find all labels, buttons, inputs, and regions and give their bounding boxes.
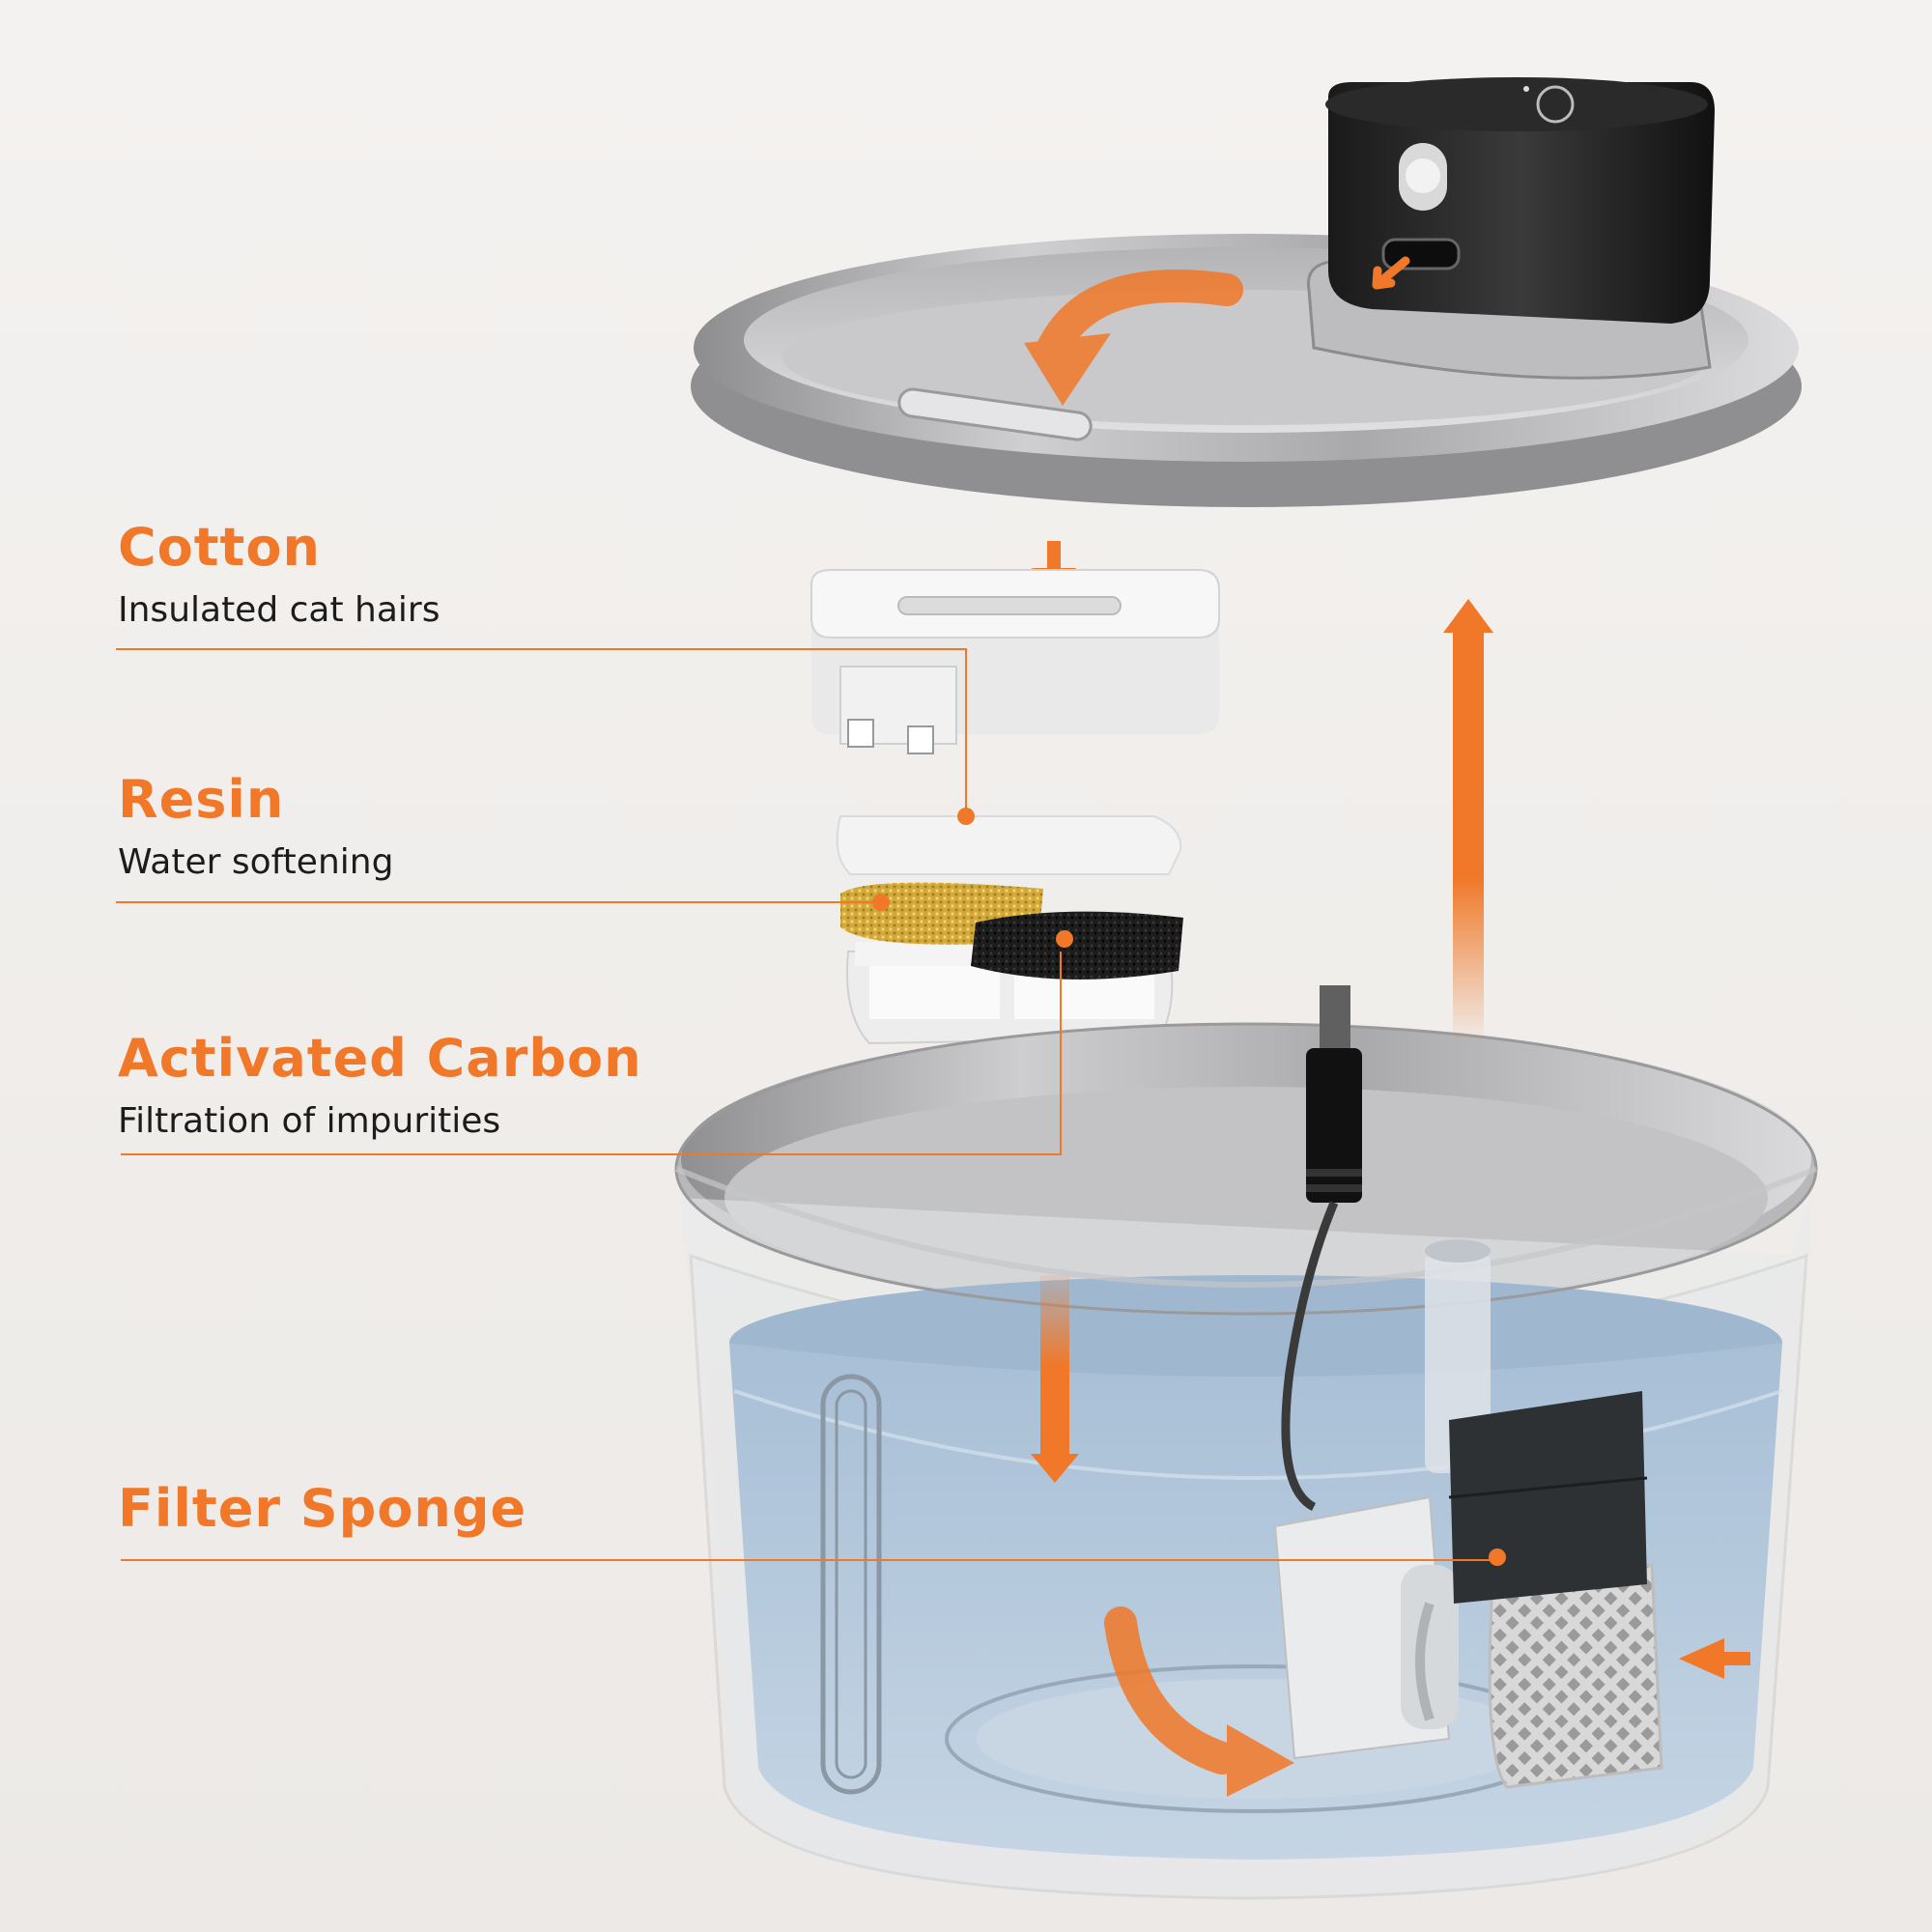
label-cotton: Cotton Insulated cat hairs: [118, 517, 440, 635]
leader-lines: [116, 648, 1497, 1561]
label-resin-desc: Water softening: [118, 842, 394, 882]
cotton-pad: [836, 815, 1182, 875]
leader-dots: [872, 808, 1506, 1566]
flow-arrow-icon: [1024, 270, 1243, 406]
power-plug-icon: [1306, 985, 1362, 1203]
label-resin-title: Resin: [118, 769, 285, 830]
sensor-icon: [1399, 143, 1447, 211]
label-carbon-desc: Filtration of impurities: [118, 1101, 501, 1141]
label-resin: Resin Water softening: [118, 769, 393, 887]
flow-arrow-icon: [1031, 1275, 1079, 1483]
label-cotton-title: Cotton: [118, 517, 321, 578]
flow-arrow-icon: [1679, 1638, 1750, 1679]
flow-arrow-icon: [1104, 1606, 1294, 1797]
carbon-granules: [971, 911, 1183, 980]
label-sponge-title: Filter Sponge: [118, 1478, 527, 1539]
label-carbon-title: Activated Carbon: [118, 1028, 642, 1089]
label-sponge: Filter Sponge: [118, 1478, 526, 1540]
usb-port-icon: [1381, 238, 1461, 270]
label-carbon: Activated Carbon Filtration of impuritie…: [118, 1028, 642, 1146]
control-unit: [1325, 77, 1715, 324]
flow-arrow-icon: [1443, 599, 1493, 1043]
power-button-icon: [1536, 85, 1575, 124]
label-cotton-desc: Insulated cat hairs: [118, 590, 440, 630]
cotton-filter-cover: [810, 569, 1220, 754]
filter-cartridge: [840, 882, 1183, 1045]
power-cable: [1281, 1201, 1339, 1512]
